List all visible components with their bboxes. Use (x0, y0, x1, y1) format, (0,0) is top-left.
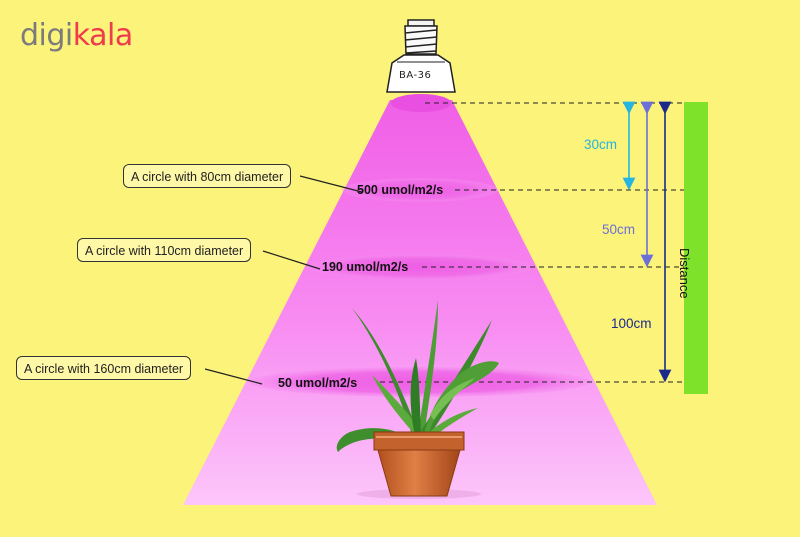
ppfd-label-level-1: 500 umol/m2/s (357, 183, 444, 197)
leader-line-2 (262, 250, 321, 270)
grow-light-bulb-icon (386, 19, 456, 93)
callout-circle-80cm: A circle with 80cm diameter (123, 164, 292, 188)
lamp-model-label: BA-36 (399, 70, 432, 81)
potted-plant-icon (336, 300, 499, 499)
ppfd-label-level-2: 190 umol/m2/s (322, 260, 409, 274)
distance-bar (684, 102, 708, 394)
logo-text-part1: digi (20, 18, 73, 53)
distance-label-50cm: 50cm (602, 222, 636, 237)
ellipse-level-2 (308, 254, 532, 280)
light-cone (183, 100, 657, 505)
leader-line-3 (204, 368, 263, 385)
callout-circle-110cm: A circle with 110cm diameter (77, 238, 252, 262)
light-source-ellipse (391, 94, 451, 112)
ellipse-level-1 (342, 178, 498, 202)
logo-text-part2: kala (72, 18, 133, 53)
distance-bar-label: Distance (677, 248, 692, 299)
distance-label-100cm: 100cm (611, 316, 652, 331)
leader-line-1 (299, 175, 363, 193)
ppfd-label-level-3: 50 umol/m2/s (278, 376, 358, 390)
digikala-logo: digikala (20, 18, 133, 53)
callout-circle-160cm: A circle with 160cm diameter (16, 356, 192, 380)
distance-label-30cm: 30cm (584, 137, 618, 152)
